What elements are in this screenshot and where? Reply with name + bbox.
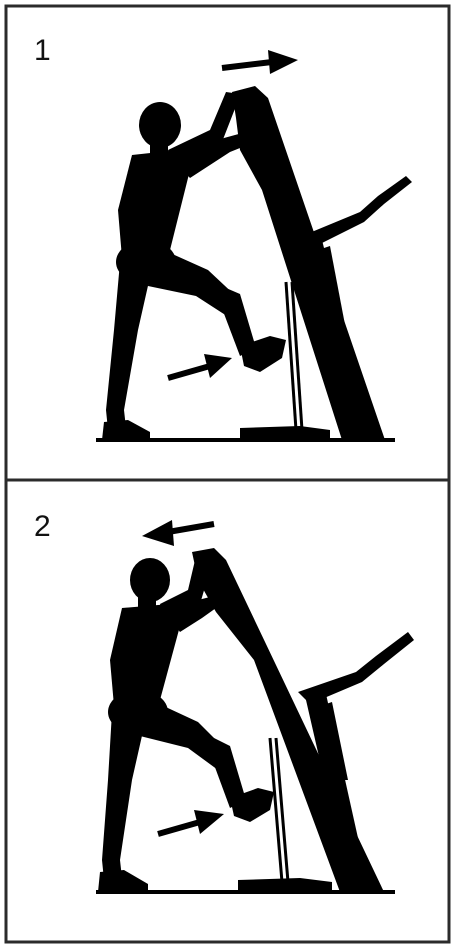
panel-2-border	[6, 480, 449, 942]
step-1-number: 1	[34, 34, 51, 67]
panel-1-foot-arrow-icon	[168, 354, 232, 378]
panel-1-border	[6, 6, 449, 480]
panel-2-pull-arrow-icon	[142, 520, 214, 546]
panel-2-treadmill-silhouette	[192, 548, 414, 892]
panel-2-foot-arrow-icon	[158, 810, 224, 834]
panel-1: 1	[6, 6, 449, 480]
panel-1-treadmill-silhouette	[232, 86, 412, 440]
panel-1-push-arrow-icon	[222, 50, 298, 74]
step-2-number: 2	[34, 510, 51, 543]
panel-2: 2	[6, 480, 449, 942]
